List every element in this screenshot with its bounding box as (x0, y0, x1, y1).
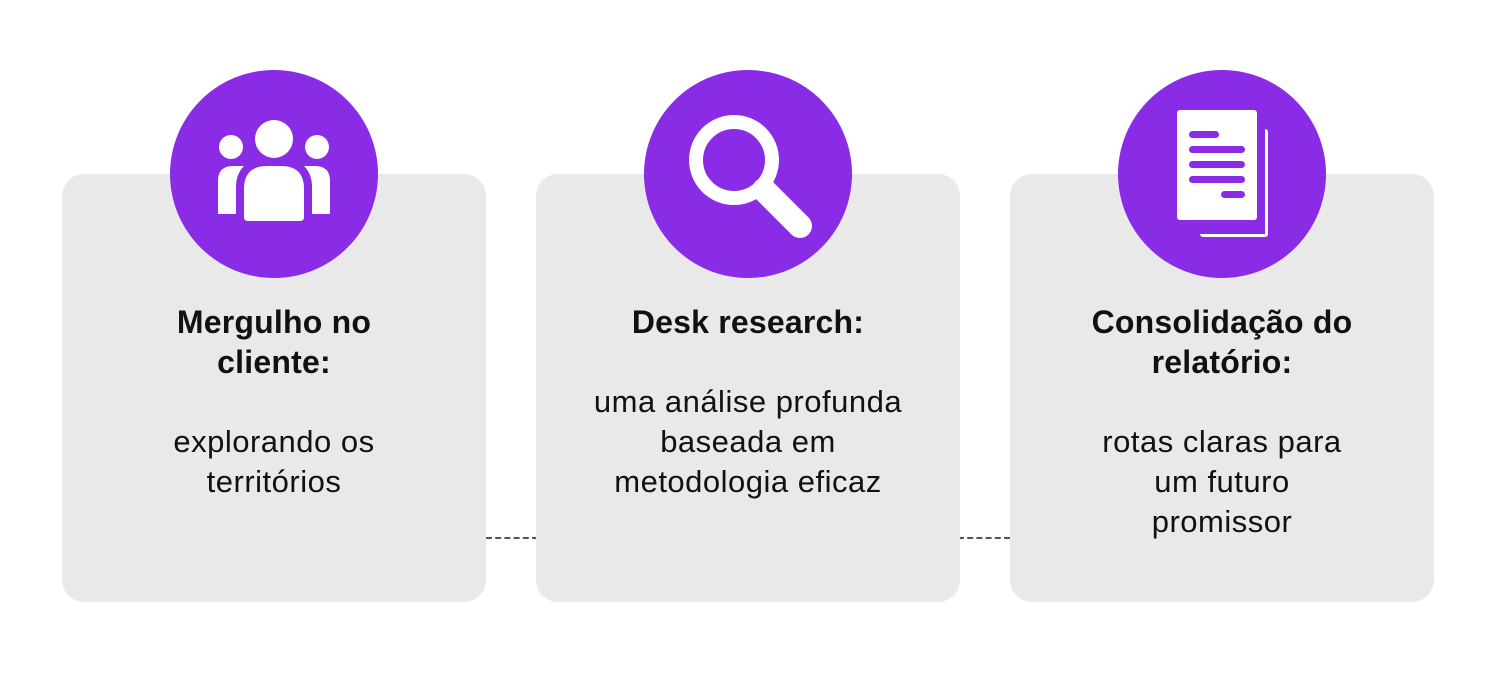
document-icon-badge (1118, 70, 1326, 278)
magnifier-icon (689, 115, 812, 238)
step-description: rotas claras para um futuro promissor (1102, 424, 1342, 539)
step-description: explorando os territórios (173, 424, 375, 499)
dashed-connector (958, 537, 1010, 539)
step-title: Desk research: (631, 304, 865, 340)
dashed-connector (486, 537, 538, 539)
step-title: Consolidação do relatório: (1091, 304, 1353, 380)
people-icon (218, 120, 330, 221)
magnifier-icon-badge (644, 70, 852, 278)
step-title: Mergulho no cliente: (176, 304, 372, 380)
document-icon (1177, 110, 1268, 237)
people-icon-badge (170, 70, 378, 278)
step-description: uma análise profunda baseada em metodolo… (593, 384, 903, 499)
